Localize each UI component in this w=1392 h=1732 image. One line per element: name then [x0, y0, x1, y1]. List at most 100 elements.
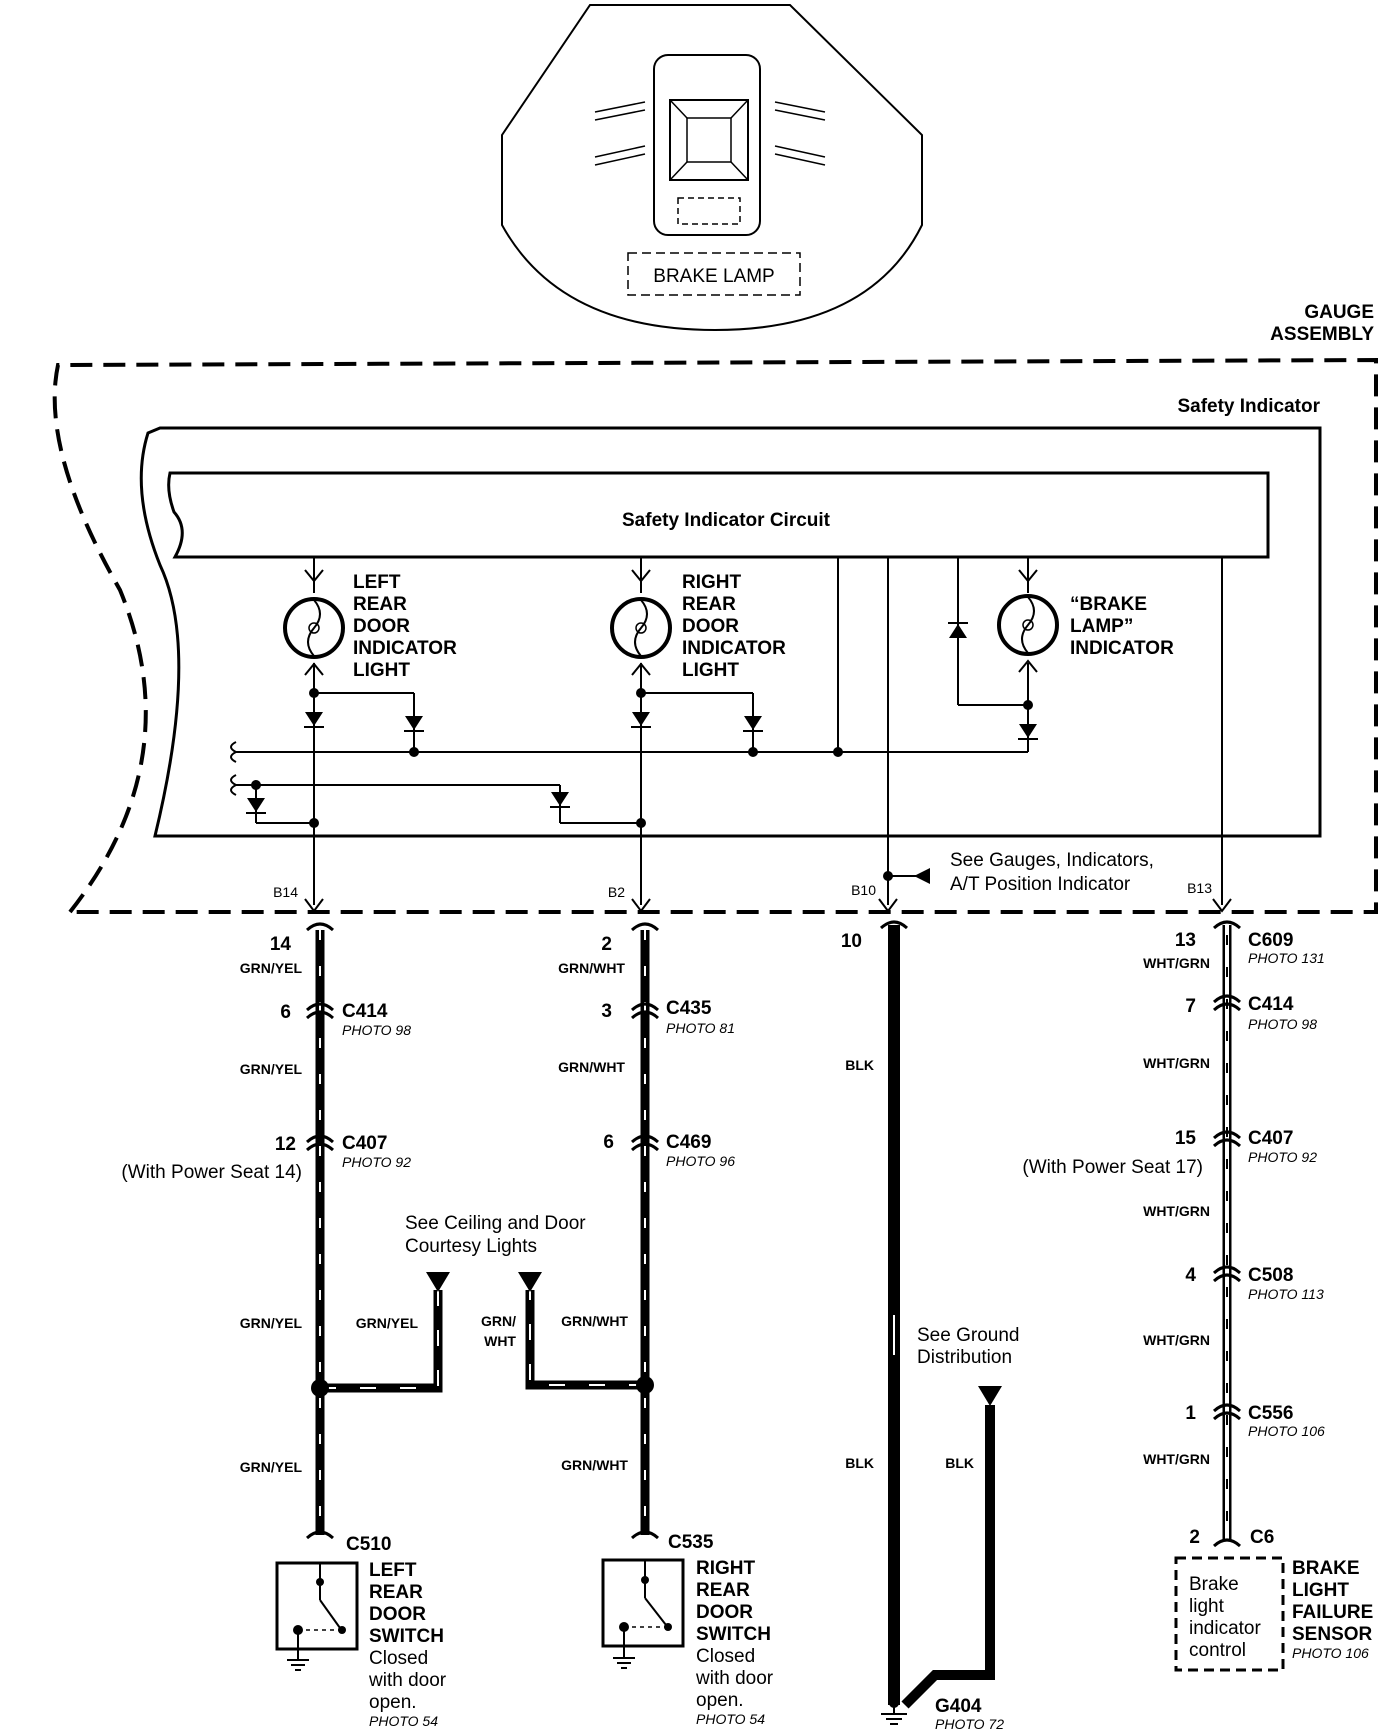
internal-circuit-lines	[236, 557, 1223, 905]
c6-label: C6	[1250, 1527, 1274, 1548]
c407-left-photo: PHOTO 92	[342, 1154, 411, 1170]
see-ceiling-line-2: Courtesy Lights	[405, 1236, 537, 1257]
reference-arrows	[426, 1272, 1002, 1406]
svg-text:REAR: REAR	[696, 1580, 750, 1601]
gauge-assembly-boundary	[52, 357, 1378, 914]
g404-photo: PHOTO 72	[935, 1716, 1004, 1732]
svg-text:Closed: Closed	[369, 1648, 428, 1669]
c609-label: C609	[1248, 930, 1293, 951]
brake-failure-sensor-label: BRAKE LIGHT FAILURE SENSOR PHOTO 106	[1292, 1558, 1373, 1661]
svg-text:open.: open.	[369, 1692, 417, 1713]
right-lamp-label: RIGHT REAR DOOR INDICATOR LIGHT	[682, 572, 786, 681]
right-indicator-lamp-icon	[610, 569, 672, 676]
svg-text:open.: open.	[696, 1690, 744, 1711]
pin-arrows	[304, 898, 1232, 913]
pin-b13: B13	[1187, 880, 1212, 896]
junction-dots	[251, 688, 1033, 881]
svg-text:PHOTO 54: PHOTO 54	[696, 1711, 765, 1727]
right-terminal-2: 2	[601, 934, 612, 955]
g404-ground-icon	[881, 1705, 907, 1725]
svg-text:with door: with door	[368, 1670, 447, 1691]
svg-text:Closed: Closed	[696, 1646, 755, 1667]
c469-photo: PHOTO 96	[666, 1153, 735, 1169]
brake-lamp-label: “BRAKE LAMP” INDICATOR	[1070, 594, 1174, 659]
left-wire-color-1: GRN/YEL	[240, 960, 303, 976]
blk-label-1: BLK	[845, 1057, 874, 1073]
svg-text:indicator: indicator	[1189, 1618, 1261, 1639]
right-switch-ground-icon	[613, 1657, 635, 1669]
left-power-seat-note: (With Power Seat 14)	[121, 1162, 302, 1183]
brake-terminal-15: 15	[1175, 1128, 1197, 1149]
svg-text:PHOTO 54: PHOTO 54	[369, 1713, 438, 1729]
brake-lamp-dash-label: BRAKE LAMP	[653, 266, 774, 287]
gauge-assembly-label-1: GAUGE	[1304, 302, 1374, 323]
c407-left-label: C407	[342, 1133, 387, 1154]
right-switch-label: RIGHT REAR DOOR SWITCH Closed with door …	[695, 1558, 774, 1727]
brake-terminal-4: 4	[1185, 1265, 1196, 1286]
c407-right-label: C407	[1248, 1128, 1293, 1149]
svg-text:BRAKE: BRAKE	[1292, 1558, 1360, 1579]
c435-label: C435	[666, 998, 712, 1019]
brake-terminal-7: 7	[1185, 996, 1196, 1017]
right-wire-color-1: GRN/WHT	[558, 960, 625, 976]
c414-left-label: C414	[342, 1001, 388, 1022]
blk-label-2: BLK	[845, 1455, 874, 1471]
see-gauges-line-1: See Gauges, Indicators,	[950, 850, 1154, 871]
right-branch-color-1: GRN/	[481, 1313, 516, 1329]
right-wire-color-3: GRN/WHT	[561, 1313, 628, 1329]
gauge-assembly-label-2: ASSEMBLY	[1270, 324, 1374, 345]
circuit-title: Safety Indicator Circuit	[622, 510, 831, 531]
svg-text:DOOR: DOOR	[353, 616, 410, 637]
svg-text:Brake: Brake	[1189, 1574, 1239, 1595]
svg-text:DOOR: DOOR	[682, 616, 739, 637]
brake-wire-color-4: WHT/GRN	[1143, 1332, 1210, 1348]
right-wire-color-2: GRN/WHT	[558, 1059, 625, 1075]
ground-terminal-10: 10	[841, 931, 862, 952]
brake-wire-color-3: WHT/GRN	[1143, 1203, 1210, 1219]
c510-label: C510	[346, 1534, 391, 1555]
left-terminal-14: 14	[270, 934, 292, 955]
brake-light-control-box	[1174, 1556, 1285, 1672]
svg-text:LIGHT: LIGHT	[1292, 1580, 1349, 1601]
pin-b14: B14	[273, 884, 298, 900]
left-wire-color-4: GRN/YEL	[240, 1459, 303, 1475]
brake-terminal-13: 13	[1175, 930, 1196, 951]
left-branch-color: GRN/YEL	[356, 1315, 419, 1331]
brake-wire-color-5: WHT/GRN	[1143, 1451, 1210, 1467]
svg-text:SENSOR: SENSOR	[1292, 1624, 1373, 1645]
right-wire-color-4: GRN/WHT	[561, 1457, 628, 1473]
svg-text:LEFT: LEFT	[353, 572, 401, 593]
see-gauges-line-2: A/T Position Indicator	[950, 874, 1131, 895]
c508-photo: PHOTO 113	[1248, 1286, 1324, 1302]
svg-text:“BRAKE: “BRAKE	[1070, 594, 1147, 615]
svg-text:FAILURE: FAILURE	[1292, 1602, 1373, 1623]
see-ceiling-line-1: See Ceiling and Door	[405, 1213, 586, 1234]
svg-text:SWITCH: SWITCH	[369, 1626, 444, 1647]
svg-text:RIGHT: RIGHT	[696, 1558, 756, 1579]
brake-terminal-2: 2	[1189, 1527, 1200, 1548]
left-switch-ground-icon	[287, 1659, 309, 1671]
safety-indicator-label: Safety Indicator	[1177, 396, 1320, 417]
svg-text:INDICATOR: INDICATOR	[1070, 638, 1174, 659]
svg-text:LIGHT: LIGHT	[353, 660, 410, 681]
svg-text:DOOR: DOOR	[369, 1604, 426, 1625]
pin-b10: B10	[851, 882, 876, 898]
svg-text:light: light	[1189, 1596, 1225, 1617]
c556-label: C556	[1248, 1403, 1293, 1424]
left-door-switch	[275, 1561, 359, 1671]
svg-text:LEFT: LEFT	[369, 1560, 417, 1581]
svg-text:control: control	[1189, 1640, 1246, 1661]
left-terminal-6: 6	[280, 1002, 291, 1023]
g404-dot	[889, 1698, 899, 1708]
wire-junction-dots	[311, 1376, 654, 1397]
svg-text:REAR: REAR	[353, 594, 407, 615]
svg-text:PHOTO 106: PHOTO 106	[1292, 1645, 1369, 1661]
c414-right-label: C414	[1248, 994, 1294, 1015]
diodes	[246, 622, 1038, 814]
svg-text:with door: with door	[695, 1668, 774, 1689]
c508-label: C508	[1248, 1265, 1293, 1286]
svg-text:DOOR: DOOR	[696, 1602, 753, 1623]
brake-wire-color-2: WHT/GRN	[1143, 1055, 1210, 1071]
left-indicator-lamp-icon	[283, 569, 345, 676]
